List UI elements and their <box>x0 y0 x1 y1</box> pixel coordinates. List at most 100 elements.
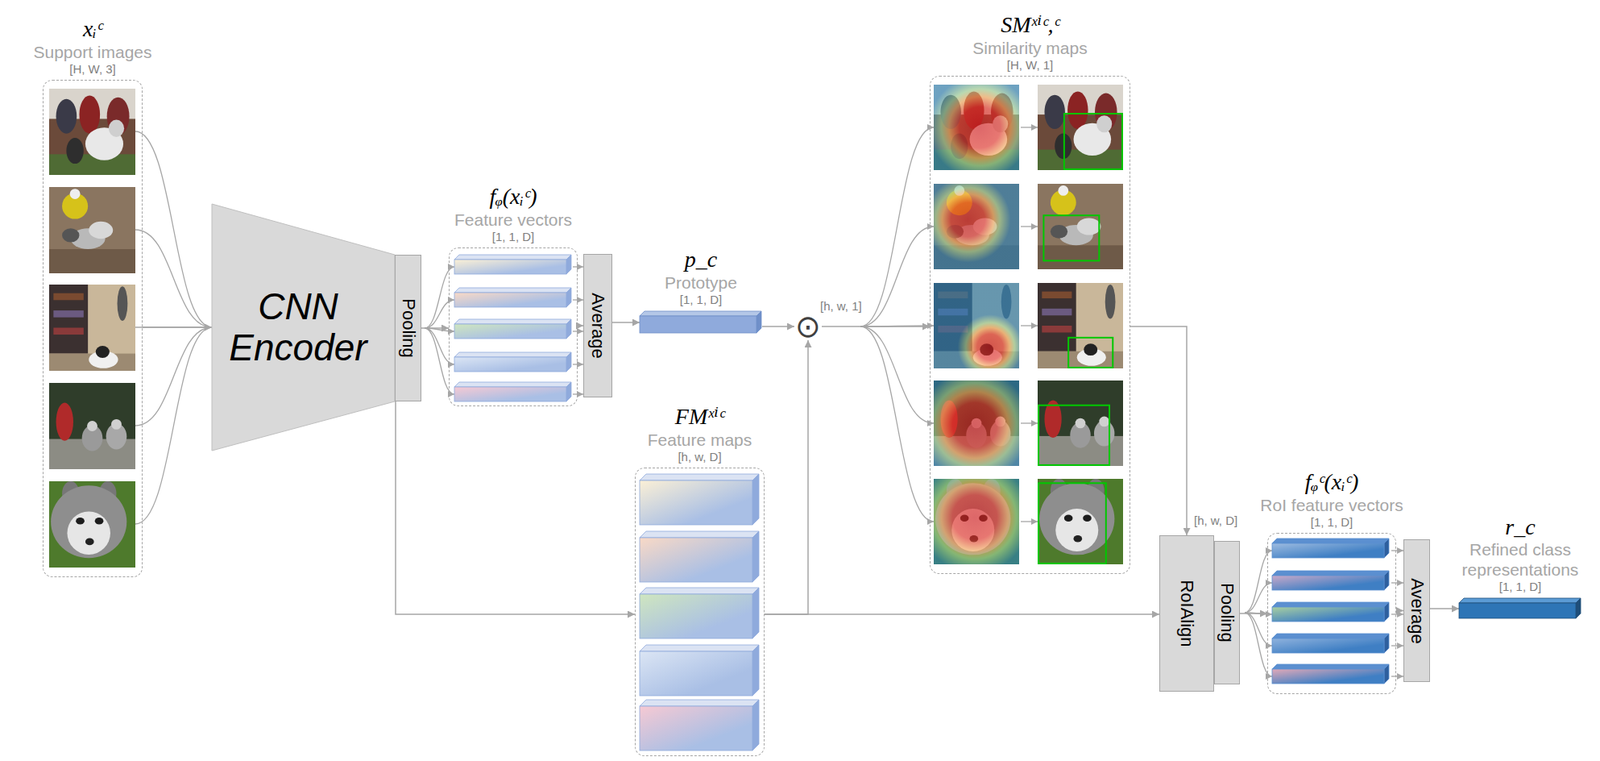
support-image-group: xᵢᶜSupport images[H, W, 3] <box>42 79 143 577</box>
feature-vector-group: fᵩ(xᵢᶜ)Feature vectors[1, 1, D] <box>448 247 578 407</box>
illustration-part <box>933 84 1020 170</box>
illustration-part <box>1041 325 1072 332</box>
illustration-part <box>117 286 129 321</box>
connector <box>577 324 584 327</box>
part-name: Feature vectors <box>416 210 610 230</box>
layer-label: Average <box>1406 577 1428 644</box>
illustration-part <box>49 284 88 354</box>
illustration-part <box>1020 225 1038 227</box>
illustration-part <box>1272 570 1389 576</box>
illustration-part <box>454 323 567 339</box>
illustration-part <box>1272 570 1389 590</box>
part-name: Support images <box>4 42 182 63</box>
vector-bar <box>639 310 763 334</box>
illustration-part <box>1384 633 1389 653</box>
illustration-part <box>933 478 1020 564</box>
illustration-part <box>1384 663 1389 684</box>
illustration-part <box>1068 337 1113 368</box>
illustration-part <box>1037 244 1124 270</box>
illustration-part <box>572 298 584 300</box>
illustration-part <box>111 418 122 430</box>
illustration-part <box>933 282 1020 369</box>
illustration-part <box>1020 422 1038 423</box>
illustration-part <box>1037 84 1124 170</box>
illustration-part <box>49 186 136 274</box>
illustration-part <box>1105 284 1116 319</box>
part-name: Feature maps <box>611 430 789 450</box>
illustration-part <box>933 84 1020 170</box>
illustration-part <box>56 99 78 134</box>
illustration-part <box>78 95 100 134</box>
illustration-part <box>87 420 98 432</box>
illustration-part <box>49 382 136 469</box>
illustration-part <box>454 381 572 402</box>
illustration-part <box>1272 575 1385 590</box>
illustration-part <box>95 345 110 358</box>
connector <box>764 339 809 614</box>
heading-block: p_cPrototype[1, 1, D] <box>620 246 782 307</box>
connector <box>395 401 635 614</box>
illustration-part <box>1391 644 1404 646</box>
illustration-part <box>639 530 759 538</box>
illustration-part <box>933 478 1020 564</box>
illustration-part <box>1020 324 1038 326</box>
illustration-part <box>454 319 572 324</box>
illustration-part <box>1037 282 1077 352</box>
connector <box>1239 612 1268 614</box>
illustration-part <box>49 382 136 469</box>
illustration-part <box>639 480 753 525</box>
illustration-part <box>1020 126 1038 128</box>
illustration-part <box>1041 291 1072 299</box>
average-op: Average <box>583 253 613 398</box>
layer-label: Pooling <box>397 298 419 357</box>
illustration-part <box>1272 543 1385 558</box>
illustration-part <box>572 265 584 267</box>
illustration-part <box>933 380 1020 466</box>
part-name: RoI feature vectors <box>1235 495 1429 515</box>
illustration-part <box>1272 633 1389 653</box>
illustration-part <box>49 284 136 371</box>
illustration-part <box>454 254 572 274</box>
heading-block: r_cRefined class representations[1, 1, D… <box>1447 513 1593 593</box>
illustration-part <box>424 299 455 328</box>
illustration-part <box>860 127 934 327</box>
connector <box>1430 607 1460 610</box>
illustration-part <box>454 352 572 357</box>
pooling-layer: Pooling <box>394 254 422 402</box>
illustration-part <box>639 644 759 696</box>
illustration-part <box>88 221 113 239</box>
illustration-part <box>752 587 759 639</box>
illustration-part <box>1391 581 1404 583</box>
illustration-part <box>49 186 136 274</box>
illustration-part <box>1098 416 1110 427</box>
illustration-part <box>49 88 136 175</box>
illustration-part <box>639 644 759 651</box>
illustration-part <box>53 310 83 318</box>
dimension-label: [H, W, 1] <box>925 58 1136 72</box>
illustration-part <box>454 319 572 339</box>
illustration-part <box>50 484 127 558</box>
illustration-part <box>639 587 759 639</box>
illustration-part <box>1077 217 1102 235</box>
illustration-part <box>1073 534 1083 542</box>
illustration-part <box>639 530 759 582</box>
illustration-part <box>639 699 759 706</box>
math-symbol: fᵩ(xᵢᶜ) <box>416 183 610 210</box>
heading-block: FMˣⁱᶜFeature maps[h, w, D] <box>611 403 789 464</box>
illustration-part <box>566 319 572 339</box>
illustration-part <box>1037 183 1124 270</box>
illustration-part <box>1384 538 1389 558</box>
illustration-part <box>53 327 83 336</box>
illustration-part <box>752 473 759 525</box>
illustration-part <box>56 402 74 441</box>
part-name: Similarity maps <box>925 38 1136 59</box>
connector <box>1396 609 1404 612</box>
pooling-layer: Pooling <box>1214 540 1240 684</box>
illustration-part <box>135 131 212 328</box>
illustration-part <box>566 381 572 402</box>
illustration-part <box>1272 663 1389 684</box>
vector-bar <box>1459 597 1582 619</box>
illustration-part <box>1391 549 1404 551</box>
encoder-label: CNN Encoder <box>223 286 374 368</box>
